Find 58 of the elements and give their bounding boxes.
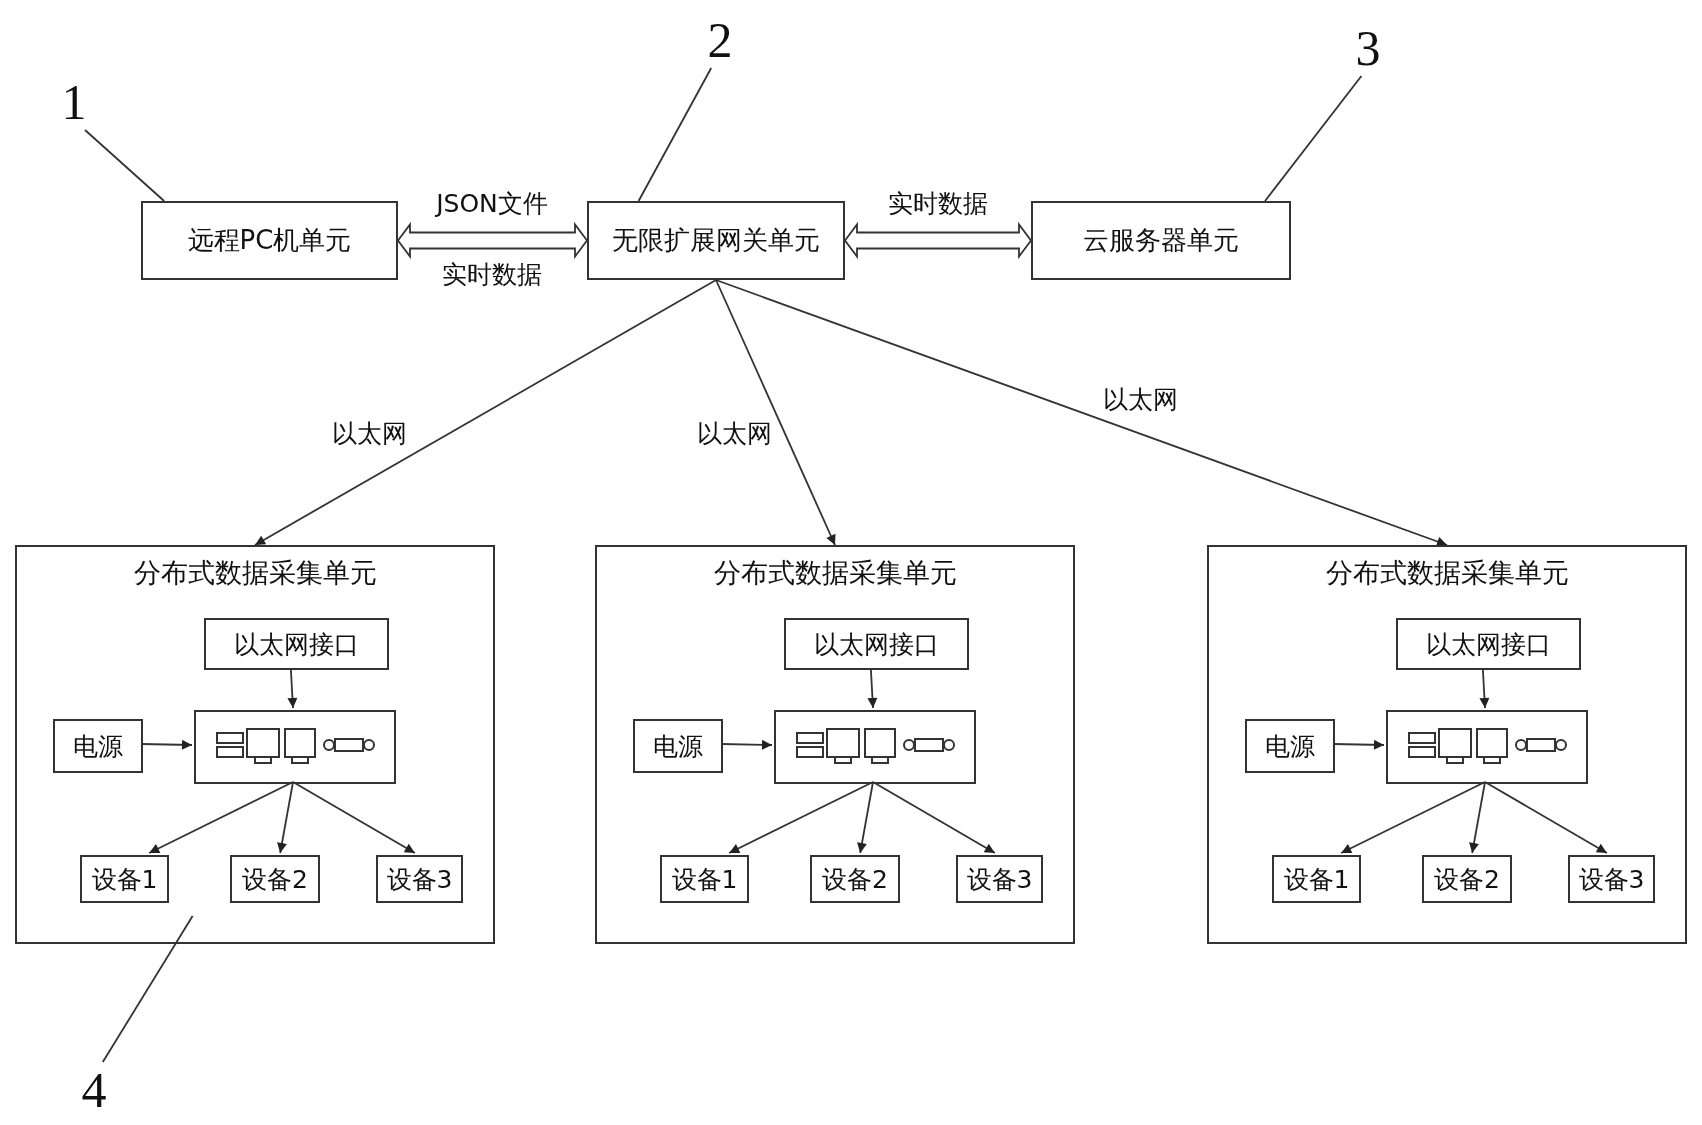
component-box: 电源 bbox=[1245, 719, 1335, 773]
component-box: 设备2 bbox=[1422, 855, 1512, 903]
arrow bbox=[148, 781, 294, 854]
box-title: 分布式数据采集单元 bbox=[133, 556, 377, 590]
controller-box bbox=[1386, 710, 1588, 784]
leader-line bbox=[84, 129, 166, 202]
component-box: 电源 bbox=[633, 719, 723, 773]
unit-box: 无限扩展网关单元 bbox=[587, 201, 845, 280]
arrow bbox=[857, 781, 874, 854]
component-box: 设备1 bbox=[660, 855, 749, 903]
callout-number: 3 bbox=[1346, 20, 1390, 76]
unit-box: 远程PC机单元 bbox=[141, 201, 398, 280]
callout-number: 2 bbox=[698, 12, 742, 68]
arrow bbox=[1332, 739, 1385, 750]
component-box: 设备3 bbox=[376, 855, 463, 903]
leader-line bbox=[101, 915, 194, 1063]
arrow bbox=[715, 279, 836, 546]
component-box: 设备1 bbox=[1272, 855, 1361, 903]
arrow bbox=[140, 739, 193, 750]
acquisition-unit-box bbox=[595, 545, 1075, 944]
arrow bbox=[1479, 667, 1490, 709]
double-arrow bbox=[843, 221, 1033, 260]
component-box: 设备3 bbox=[956, 855, 1043, 903]
component-box: 以太网接口 bbox=[784, 618, 969, 670]
controller-box bbox=[194, 710, 396, 784]
acquisition-unit-box bbox=[1207, 545, 1687, 944]
arrow bbox=[254, 279, 717, 546]
component-box: 电源 bbox=[53, 719, 143, 773]
box-title: 分布式数据采集单元 bbox=[1325, 556, 1569, 590]
component-box: 设备3 bbox=[1568, 855, 1655, 903]
leader-line bbox=[1264, 75, 1363, 202]
double-arrow bbox=[396, 221, 589, 260]
arrow bbox=[720, 739, 773, 750]
arrow bbox=[1340, 781, 1486, 854]
edge-label: 实时数据 bbox=[886, 190, 990, 218]
callout-number: 1 bbox=[52, 74, 96, 130]
arrow bbox=[287, 667, 298, 709]
arrow bbox=[277, 781, 294, 854]
component-box: 设备1 bbox=[80, 855, 169, 903]
box-title: 分布式数据采集单元 bbox=[713, 556, 957, 590]
arrow bbox=[872, 781, 996, 854]
leader-line bbox=[637, 67, 713, 202]
arrow bbox=[728, 781, 874, 854]
component-box: 以太网接口 bbox=[1396, 618, 1581, 670]
arrow bbox=[1469, 781, 1486, 854]
edge-label: JSON文件 bbox=[434, 190, 550, 218]
callout-number: 4 bbox=[72, 1062, 116, 1118]
arrow bbox=[292, 781, 416, 854]
arrow bbox=[867, 667, 878, 709]
unit-box: 云服务器单元 bbox=[1031, 201, 1291, 280]
arrow bbox=[715, 279, 1448, 547]
component-box: 设备2 bbox=[810, 855, 900, 903]
component-box: 设备2 bbox=[230, 855, 320, 903]
arrow bbox=[1484, 781, 1608, 854]
controller-box bbox=[774, 710, 976, 784]
arrow-caption: 实时数据 bbox=[440, 261, 544, 289]
acquisition-unit-box bbox=[15, 545, 495, 944]
component-box: 以太网接口 bbox=[204, 618, 389, 670]
